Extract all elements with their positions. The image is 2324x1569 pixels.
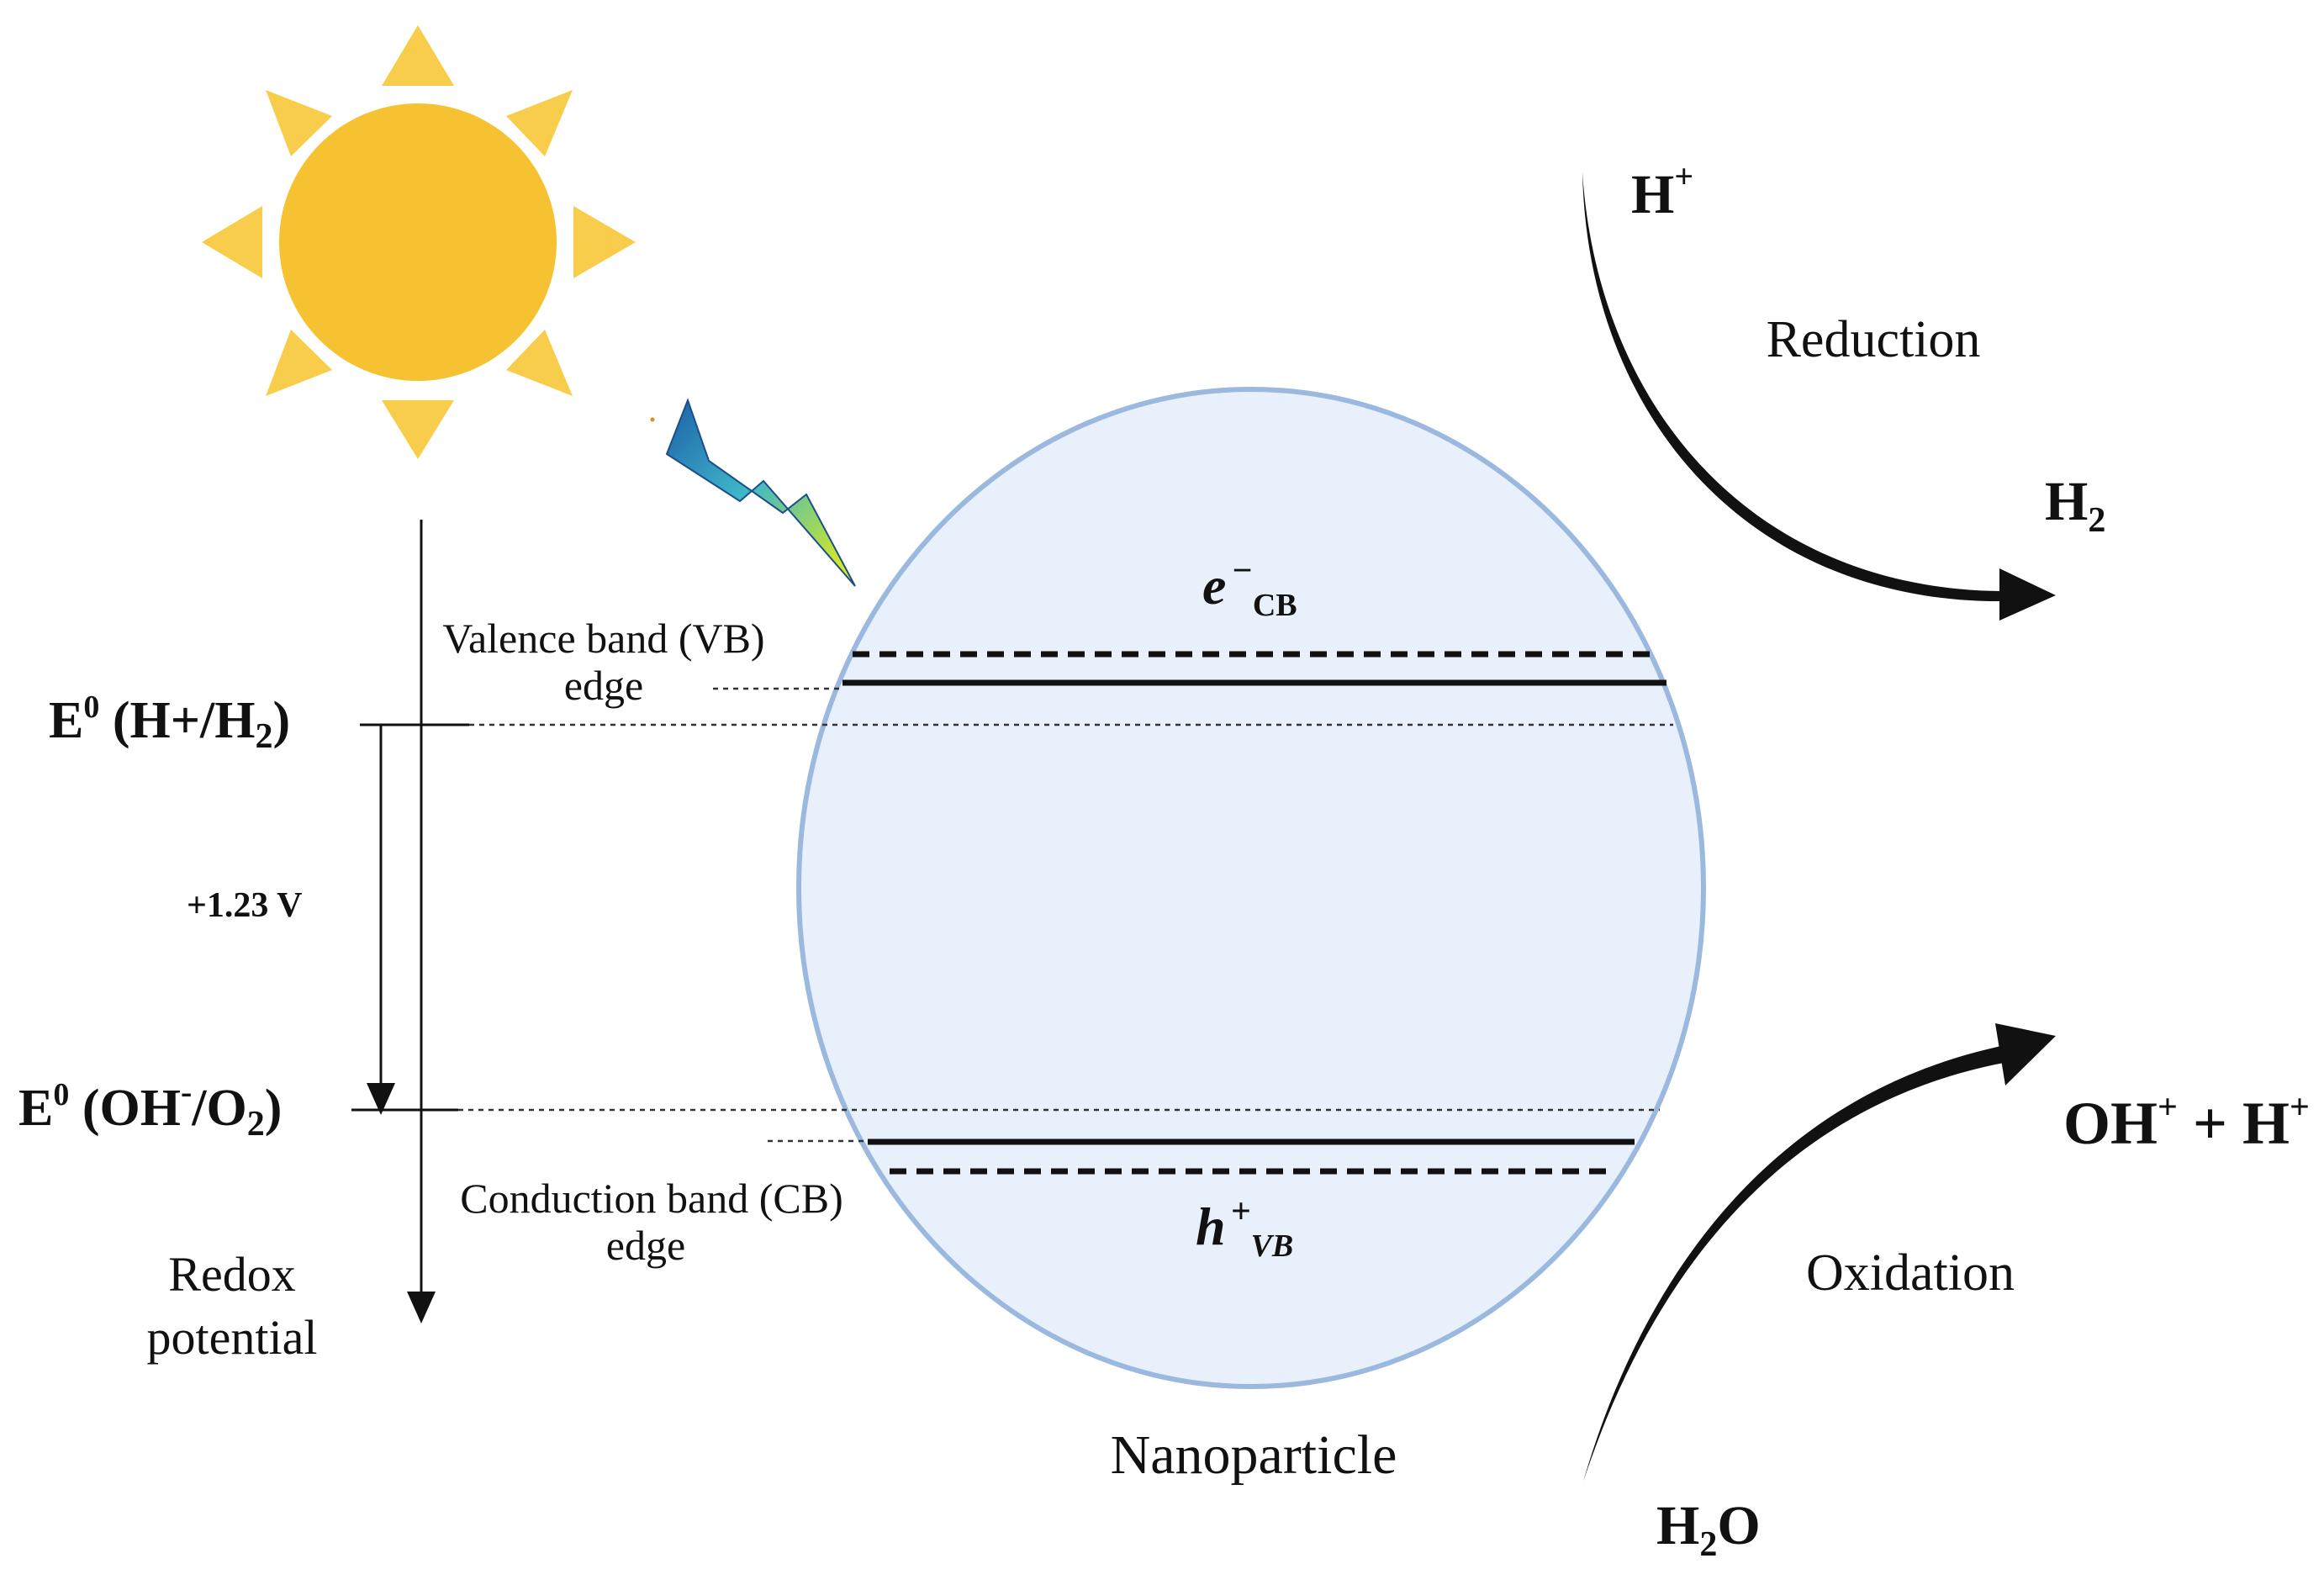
sun-rays [202,25,636,459]
reduction-reactant: H+ [1631,157,1693,225]
lightning-bolt-icon [650,398,856,587]
conduction-band-edge [768,1138,1635,1175]
h-potential-label: E0 (H+/H2) [49,689,290,756]
cb-label-line1: Conduction band (CB) [460,1175,843,1222]
oxidation-label: Oxidation [1806,1244,2015,1302]
reduction-label: Reduction [1767,311,1981,368]
oxidation-arrow [1583,1023,2056,1482]
reduction-arrow [1582,172,2056,621]
axis-label-line2: potential [147,1310,318,1365]
sun-disc [279,103,557,381]
electron-cb-label: e−CB [1202,552,1297,623]
hole-vb-label: h+VB [1196,1192,1293,1264]
vb-label-line1: Valence band (VB) [442,615,764,662]
nanoparticle-body [796,387,1706,1389]
potential-gap-value: +1.23 V [187,886,303,925]
nanoparticle-label: Nanoparticle [1111,1424,1397,1486]
cb-label-line2: edge [606,1222,685,1269]
sun-icon [202,25,636,459]
oxidation-product: OH+ + H+ [2063,1088,2310,1157]
axis-label-line1: Redox [168,1247,295,1302]
redox-potential-axis [407,520,436,1323]
o-potential-label: E0 (OH-/O2) [18,1073,282,1144]
potential-gap-arrow [367,725,395,1115]
oxidation-reactant: H2O [1656,1495,1761,1564]
reduction-product: H2 [2045,471,2105,540]
valence-band-edge [713,651,1666,690]
vb-label-line2: edge [564,662,643,709]
